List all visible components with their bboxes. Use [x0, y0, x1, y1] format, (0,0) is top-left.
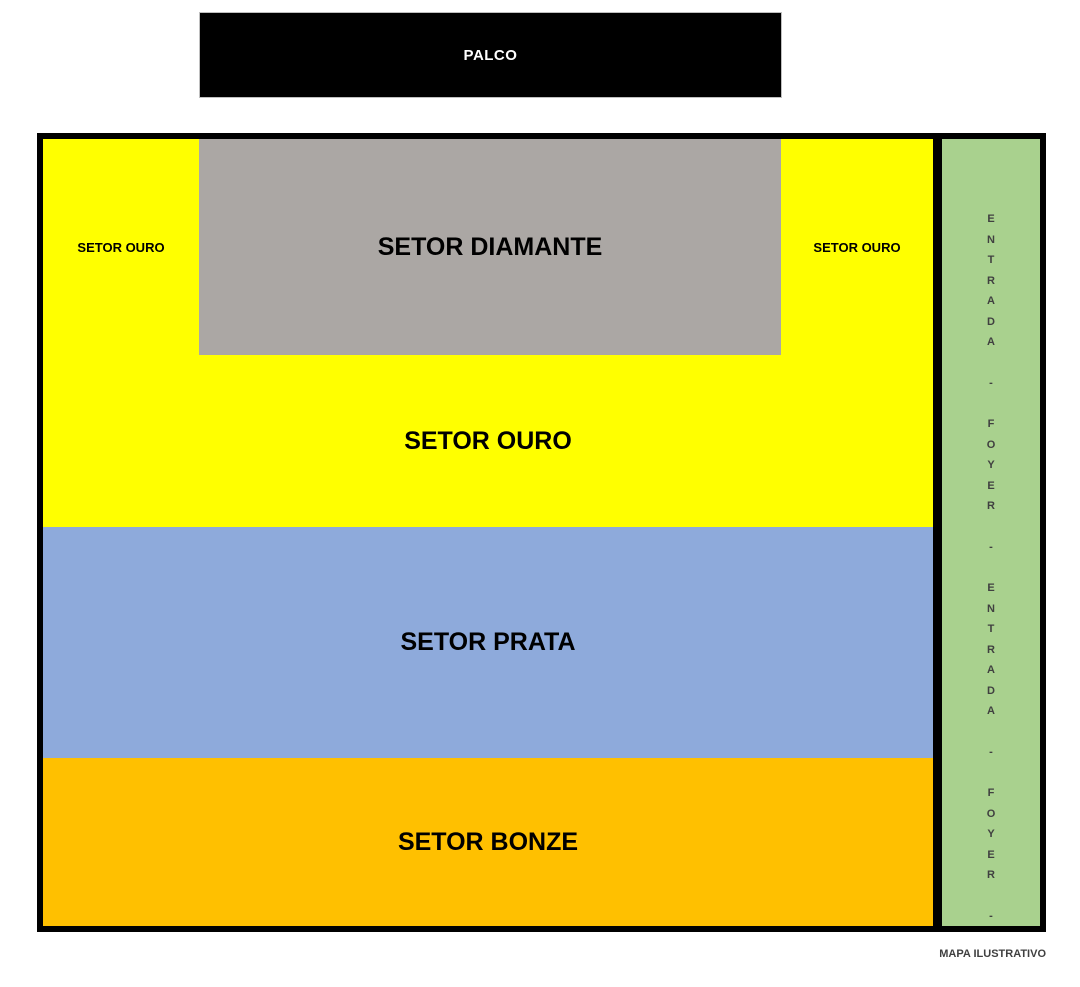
sector-prata: SETOR PRATA [43, 527, 933, 758]
illustrative-map-footnote: MAPA ILUSTRATIVO [939, 948, 1046, 960]
entrance-strip-divider [933, 139, 942, 926]
sector-diamante: SETOR DIAMANTE [199, 139, 781, 355]
sector-diamante-label: SETOR DIAMANTE [377, 232, 603, 261]
sector-ouro-right-column: SETOR OURO [781, 139, 933, 355]
stage-label: PALCO [463, 46, 518, 64]
sector-bronze: SETOR BONZE [43, 758, 933, 926]
venue-map: SETOR OURO SETOR DIAMANTE SETOR OURO SET… [37, 133, 1046, 932]
sector-ouro-left-label: SETOR OURO [77, 239, 165, 255]
sector-bronze-label: SETOR BONZE [397, 827, 579, 856]
stage-bar: PALCO [199, 12, 782, 98]
sector-ouro-label: SETOR OURO [404, 426, 572, 455]
venue-map-inner: SETOR OURO SETOR DIAMANTE SETOR OURO SET… [43, 139, 1040, 926]
sector-ouro-right-label: SETOR OURO [813, 239, 901, 255]
sector-ouro: SETOR OURO [43, 355, 933, 527]
sector-prata-label: SETOR PRATA [400, 628, 576, 656]
sector-ouro-left-column: SETOR OURO [43, 139, 199, 355]
